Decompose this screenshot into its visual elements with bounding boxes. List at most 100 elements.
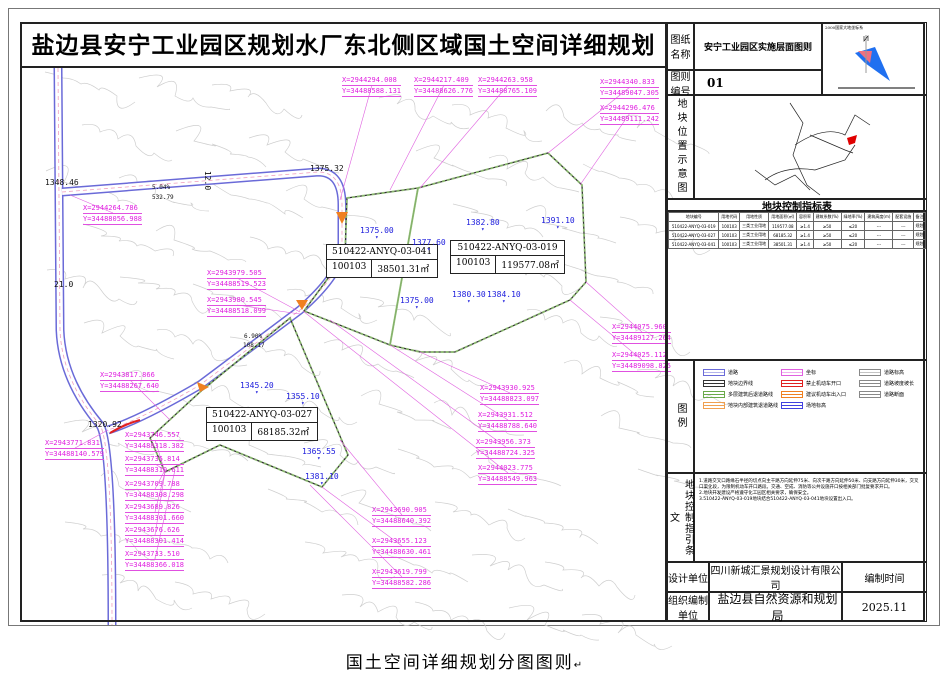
- legend-item: 禁止机动车开口: [781, 380, 841, 387]
- contour-line: [434, 501, 526, 542]
- contour-line: [323, 339, 415, 379]
- table-cell: ---: [892, 239, 915, 249]
- table-cell: 100103: [718, 221, 740, 231]
- coord-y: Y=34489047.305: [600, 89, 660, 99]
- coord-y: Y=34488140.579: [45, 450, 105, 460]
- location-map: [694, 95, 927, 199]
- contour-line: [471, 554, 563, 592]
- coord-y: Y=34488267.640: [100, 382, 160, 392]
- legend-item: 地块边界线: [703, 380, 753, 387]
- leader-line: [129, 379, 171, 421]
- coord-y: Y=34488582.286: [372, 579, 432, 589]
- table-cell: 规划: [913, 239, 926, 249]
- road-label: 1320.92: [88, 420, 122, 429]
- contour-line: [507, 508, 599, 545]
- index-table-title: 地块控制指标表: [667, 199, 927, 213]
- date-label: 编制时间: [842, 562, 927, 592]
- leader-line: [339, 439, 403, 516]
- legend-swatch: [781, 369, 803, 376]
- table-header: 建筑高度(m): [864, 212, 894, 222]
- road-label: 108.17: [243, 342, 265, 349]
- parcel-code: 100103: [207, 423, 253, 440]
- contour-line: [599, 316, 691, 357]
- coord-x: X=2943689.826: [125, 502, 185, 513]
- legend-swatch: [703, 402, 725, 409]
- date: 2025.11: [842, 592, 927, 622]
- road-label: 21.0: [54, 280, 74, 289]
- guide-item: 3.510422-ANYQ-03-019地块结合510422-ANYQ-03-0…: [699, 497, 856, 502]
- contour-line: [414, 601, 506, 640]
- table-header: 配套设施: [892, 212, 915, 222]
- coord-x: X=2943655.123: [372, 536, 432, 547]
- legend-label: 道路标高: [884, 370, 905, 376]
- legend-swatch: [859, 380, 881, 387]
- parcel-code: 100103: [327, 260, 373, 277]
- designer-label: 设计单位: [667, 562, 709, 592]
- designer: 四川新城汇景规划设计有限公司: [709, 562, 842, 592]
- leader-line: [309, 484, 403, 578]
- leader-line: [339, 84, 373, 201]
- table-cell: 38501.31: [768, 239, 798, 249]
- coord-x: X=2943817.866: [100, 370, 160, 381]
- coord-y: Y=34488310.611: [125, 466, 185, 476]
- table-cell: ≤20: [840, 239, 866, 249]
- table-cell: ≥1.4: [796, 230, 814, 240]
- coord-x: X=2943979.505: [207, 268, 267, 279]
- info-panel: 图纸名称 安宁工业园区实施层面图则 图则编号 01 2000国家大地坐标系 地块…: [665, 22, 927, 623]
- legend-label: 建议机动车出入口: [806, 392, 847, 398]
- leader-line: [154, 439, 166, 473]
- contour-line: [119, 276, 211, 314]
- leader-line: [419, 351, 511, 394]
- contour-line: [101, 574, 193, 611]
- drawing-no-label: 图则编号: [667, 70, 694, 98]
- contour-line: [138, 74, 230, 111]
- table-cell: ---: [864, 221, 894, 231]
- coord-x: X=2943676.626: [125, 525, 185, 536]
- legend-item: 道路: [703, 369, 738, 376]
- legend-swatch: [703, 369, 725, 376]
- legend-label: 地块边界线: [728, 381, 754, 387]
- table-cell: 510422-ANYQ-03-019: [667, 221, 720, 231]
- drawing-no: 01: [694, 70, 822, 95]
- coord-y: Y=34488519.523: [207, 280, 267, 290]
- contour-line: [415, 144, 507, 187]
- contour-line: [341, 594, 433, 630]
- coord-y: Y=34489127.264: [612, 334, 672, 344]
- elevation-label: 1380.30: [452, 290, 486, 304]
- legend-item: 地块内部建筑退道路线: [703, 402, 778, 409]
- leader-line: [419, 84, 509, 189]
- table-cell: ---: [892, 221, 915, 231]
- legend-item: 建议机动车出入口: [781, 391, 846, 398]
- parcel-id: 510422-ANYQ-03-041: [327, 245, 438, 260]
- coord-x: X=2943735.814: [125, 454, 185, 465]
- table-cell: 510422-ANYQ-03-041: [667, 239, 720, 249]
- contour-line: [46, 269, 138, 305]
- contour-line: [212, 183, 304, 219]
- leader-line: [69, 194, 114, 214]
- contour-line: [211, 83, 303, 119]
- caption-text: 国土空间详细规划分图图则: [345, 653, 574, 673]
- contour-line: [63, 419, 155, 456]
- table-cell: 三类工业用地: [738, 230, 770, 240]
- parcel-area: 68185.32㎡: [257, 428, 310, 438]
- road-label: 6.90%: [244, 333, 263, 340]
- contour-line: [396, 349, 488, 387]
- coord-x: X=2944025.112: [612, 350, 672, 361]
- contour-line: [526, 309, 618, 347]
- org-label: 组织编制单位: [667, 592, 709, 622]
- sheet-frame: [8, 8, 940, 626]
- elevation-label: 1391.10: [541, 216, 575, 230]
- table-cell: ---: [864, 230, 894, 240]
- contour-line: [562, 263, 654, 295]
- drawing-name: 安宁工业园区实施层面图则: [694, 22, 822, 70]
- coord-y: Y=34488301.414: [125, 537, 185, 547]
